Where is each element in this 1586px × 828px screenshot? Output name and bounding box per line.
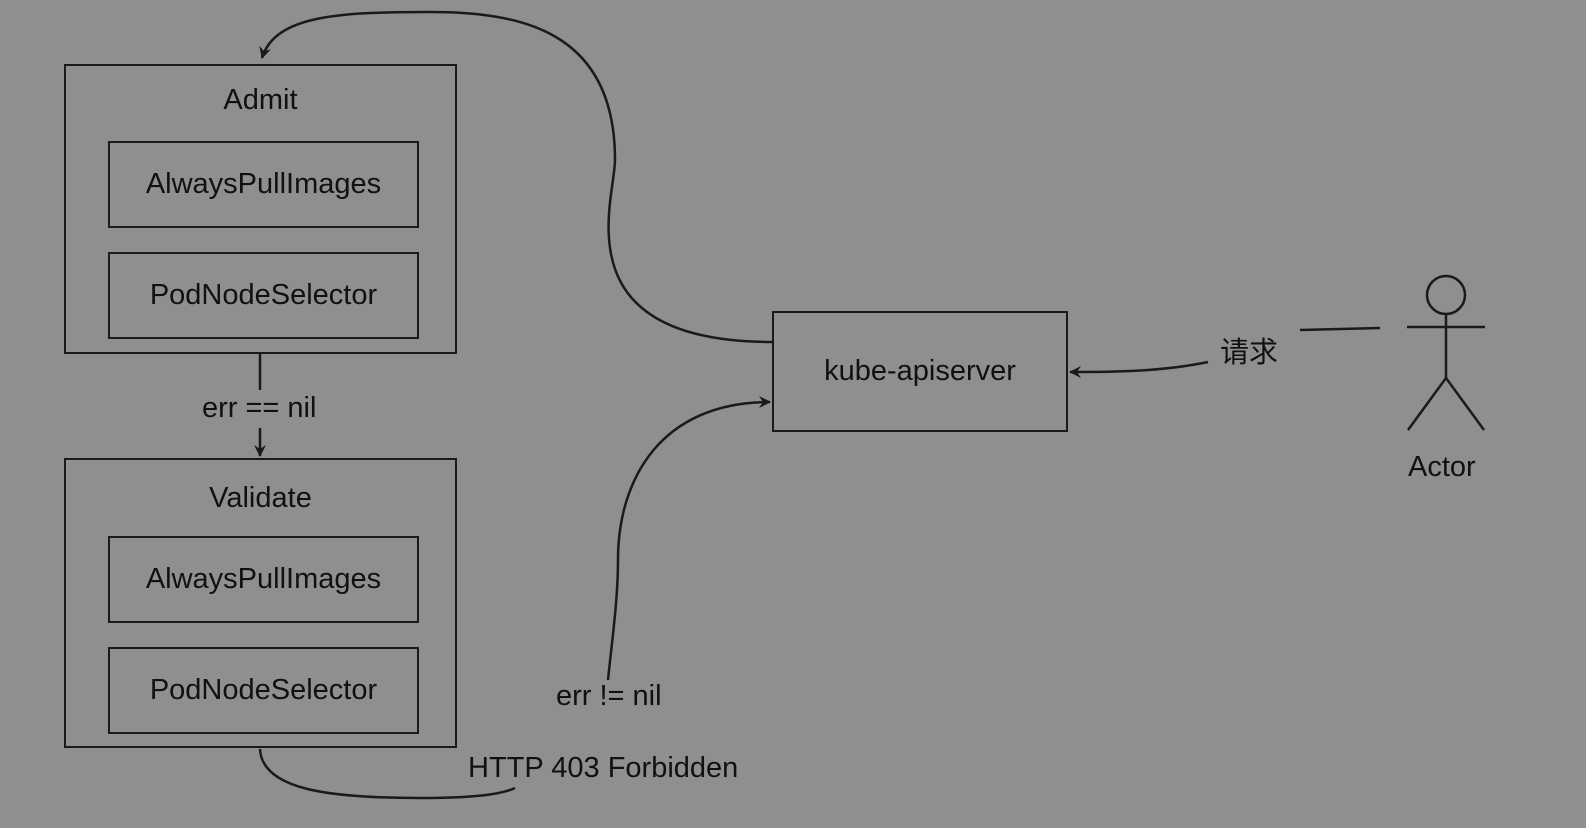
edge-apiserver-to-admit xyxy=(259,10,773,344)
edge-validate-forbidden xyxy=(258,748,516,800)
validate-group: Validate AlwaysPullImages PodNodeSelecto… xyxy=(64,458,457,748)
validate-plugin-always-pull-images: AlwaysPullImages xyxy=(108,536,419,623)
actor-figure xyxy=(1406,274,1486,431)
plugin-label: AlwaysPullImages xyxy=(145,563,382,595)
request-label: 请求 xyxy=(1216,329,1283,371)
actor-head-icon xyxy=(1425,274,1467,316)
validate-plugin-pod-node-selector: PodNodeSelector xyxy=(108,647,419,734)
plugin-label: PodNodeSelector xyxy=(149,674,378,706)
kube-apiserver-node: kube-apiserver xyxy=(772,311,1068,432)
actor-label: Actor xyxy=(1408,451,1476,483)
admit-group: Admit AlwaysPullImages PodNodeSelector xyxy=(64,64,457,354)
actor-left-leg xyxy=(1406,377,1448,431)
plugin-label: PodNodeSelector xyxy=(149,279,378,311)
edge-error-to-apiserver xyxy=(606,396,771,681)
edge-actor-to-apiserver xyxy=(1299,326,1381,332)
admit-plugin-always-pull-images: AlwaysPullImages xyxy=(108,141,419,228)
admit-group-title: Admit xyxy=(223,84,298,116)
admit-ok-label: err == nil xyxy=(198,392,321,425)
actor-right-leg xyxy=(1444,377,1486,431)
validate-group-title: Validate xyxy=(209,482,312,514)
forbidden-label: HTTP 403 Forbidden xyxy=(464,752,743,785)
validate-error-label: err != nil xyxy=(552,680,666,713)
admit-plugin-pod-node-selector: PodNodeSelector xyxy=(108,252,419,339)
edge-request-to-apiserver xyxy=(1069,360,1209,378)
plugin-label: AlwaysPullImages xyxy=(145,168,382,200)
kube-apiserver-label: kube-apiserver xyxy=(824,355,1016,387)
